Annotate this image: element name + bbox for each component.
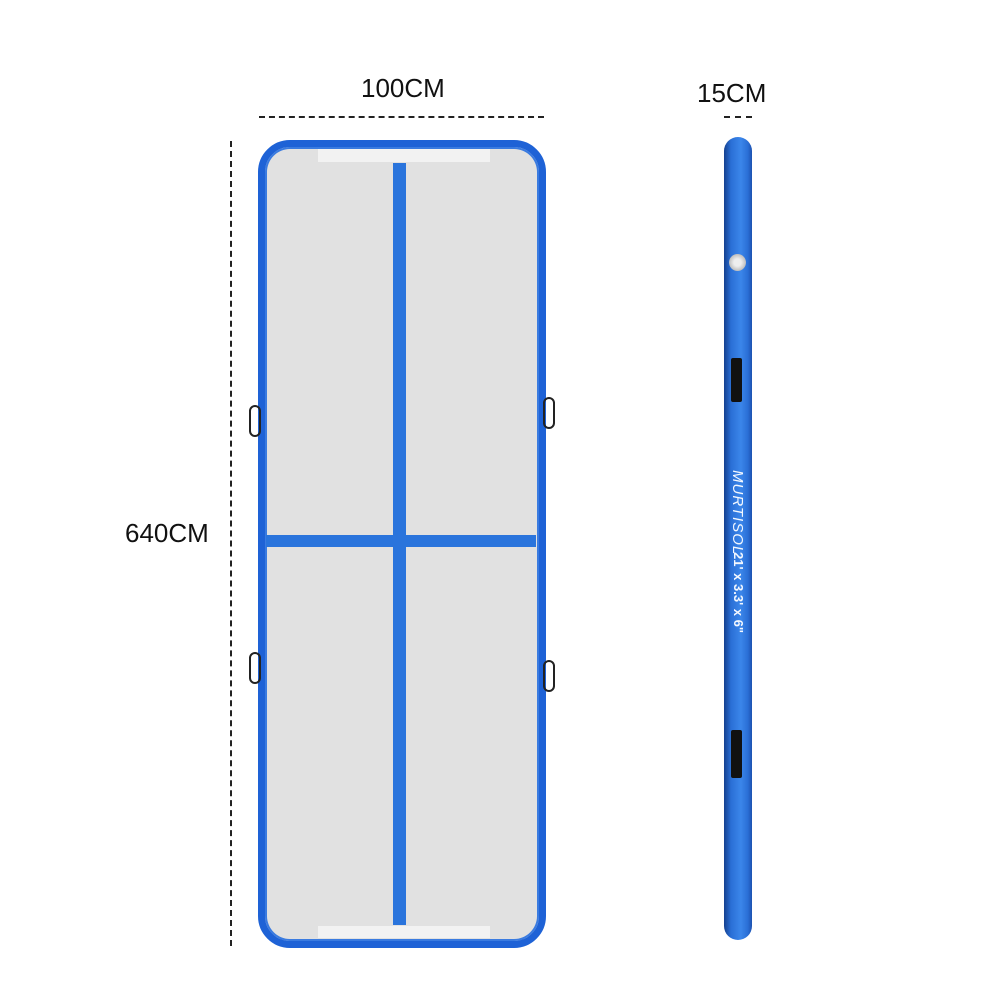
length-dimension-line	[230, 141, 232, 946]
mat-top-end-strip	[318, 149, 490, 162]
air-valve-icon	[729, 254, 746, 271]
brand-logo: MURTISOL	[729, 470, 746, 556]
handle-left-lower	[249, 652, 261, 684]
width-dimension-label: 100CM	[361, 73, 445, 103]
size-print: 21' x 3.3' x 6"	[731, 552, 746, 634]
handle-right-lower	[543, 660, 555, 692]
thickness-dimension-label: 15CM	[697, 78, 767, 108]
brand-tag-upper	[731, 358, 742, 402]
handle-left-upper	[249, 405, 261, 437]
width-dimension-line	[259, 116, 544, 118]
length-dimension-label: 640CM	[125, 518, 209, 548]
handle-right-upper	[543, 397, 555, 429]
mat-horizontal-stripe	[266, 535, 536, 547]
mat-bottom-end-strip	[318, 926, 490, 938]
brand-tag-lower	[731, 730, 742, 778]
thickness-dimension-line	[724, 116, 752, 118]
